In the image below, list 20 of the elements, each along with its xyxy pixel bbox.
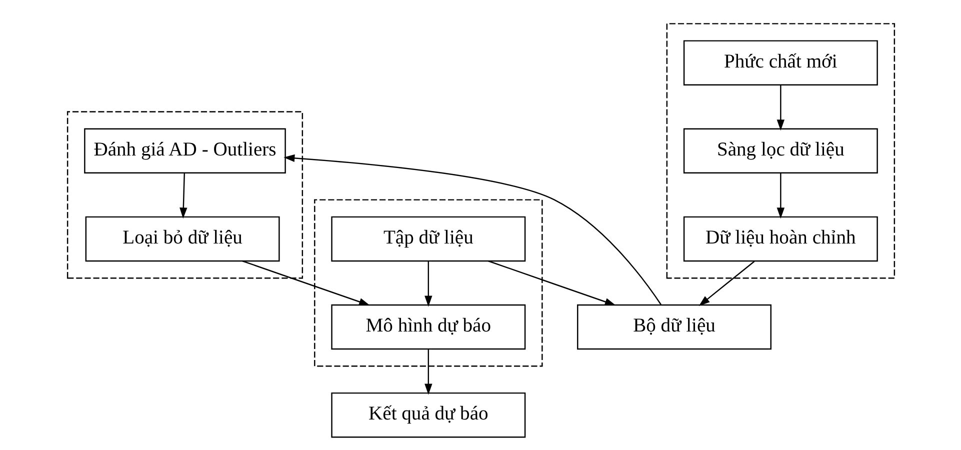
node-box: Dữ liệu hoàn chỉnh bbox=[682, 216, 878, 262]
arrow bbox=[283, 154, 661, 304]
node-box: Mô hình dự báo bbox=[330, 304, 526, 350]
arrow bbox=[179, 172, 187, 218]
node-box: Loại bỏ dữ liệu bbox=[84, 216, 280, 262]
arrow bbox=[776, 84, 784, 130]
arrow bbox=[698, 260, 754, 306]
cluster bbox=[314, 198, 542, 366]
node-box: Bộ dữ liệu bbox=[576, 304, 771, 350]
cluster bbox=[66, 110, 303, 278]
node-box: Kết quả dự báo bbox=[330, 392, 526, 438]
arrow bbox=[424, 348, 432, 394]
arrow bbox=[776, 172, 784, 218]
node-box: Phức chất mới bbox=[682, 40, 878, 85]
node-box: Sàng lọc dữ liệu bbox=[682, 128, 878, 174]
arrow bbox=[488, 260, 616, 305]
arrow bbox=[424, 260, 432, 306]
node-box: Đánh giá AD - Outliers bbox=[84, 128, 286, 174]
cluster bbox=[666, 22, 895, 278]
node-box: Tập dữ liệu bbox=[330, 216, 526, 262]
